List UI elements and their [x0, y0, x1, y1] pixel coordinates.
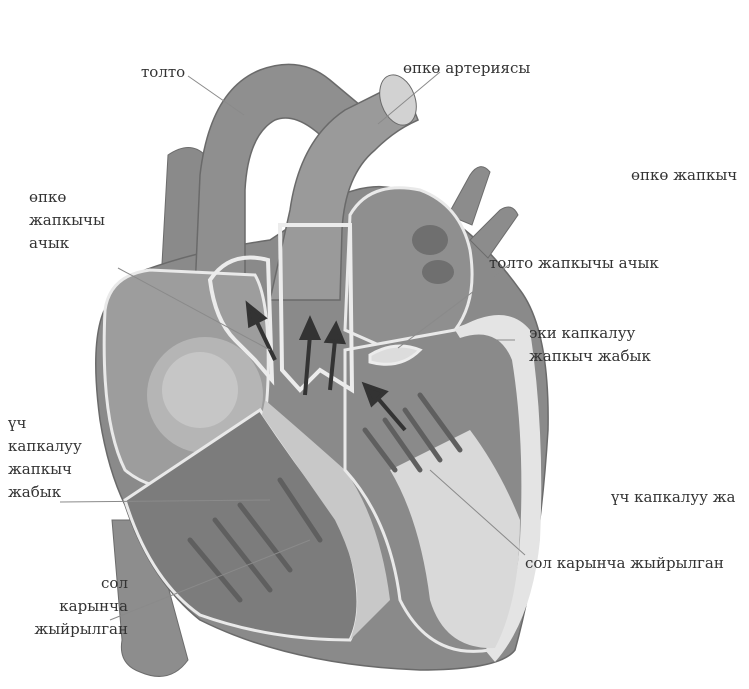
label-pulmonary-valve-open: өпкө жапкычы ачык [29, 186, 105, 255]
label-pulmonary-artery: өпкө артериясы [403, 58, 530, 78]
label-left-ventricle-side: сол карынча жыйрылган [8, 572, 128, 641]
label-line: эки капкалуу [529, 322, 651, 345]
label-line: карынча [8, 595, 128, 618]
label-bicuspid-closed: эки капкалуу жапкыч жабык [529, 322, 651, 368]
label-aorta: толто [141, 62, 185, 82]
label-line: сол [8, 572, 128, 595]
label-line: жабык [8, 481, 82, 504]
label-line: үч [8, 412, 82, 435]
label-line: жыйрылган [8, 618, 128, 641]
label-tricuspid-right: үч капкалуу жа [611, 487, 735, 507]
label-pulmonary-valve-closed: өпкө жапкыч [631, 165, 737, 185]
label-line: өпкө [29, 186, 105, 209]
pulmonary-vein-opening-2 [422, 260, 454, 284]
label-line: жапкычы [29, 209, 105, 232]
pulmonary-vein-opening-1 [412, 225, 448, 255]
label-line: жапкыч [8, 458, 82, 481]
label-aortic-valve-open: толто жапкычы ачык [489, 253, 659, 273]
label-tricuspid-closed: үч капкалуу жапкыч жабык [8, 412, 82, 504]
label-line: капкалуу [8, 435, 82, 458]
label-left-ventricle-bottom: сол карынча жыйрылган [525, 553, 724, 573]
label-line: ачык [29, 232, 105, 255]
label-line: жапкыч жабык [529, 345, 651, 368]
